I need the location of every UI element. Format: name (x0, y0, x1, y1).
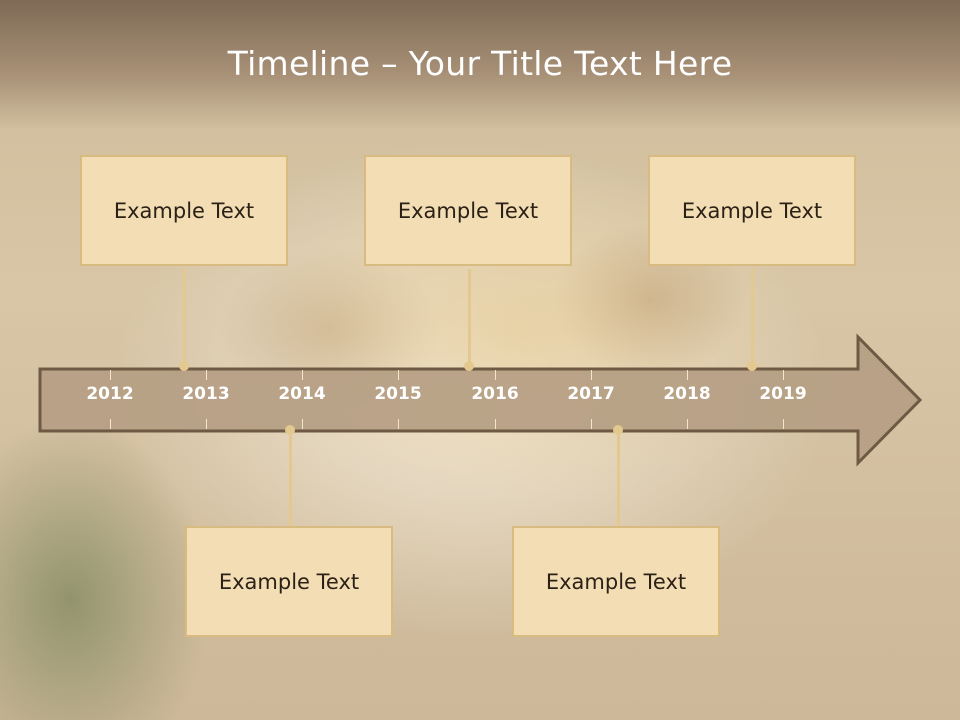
tick-2012-top (110, 370, 111, 380)
tick-2017-top (591, 370, 592, 380)
tick-2016-top (495, 370, 496, 380)
event-box-4: Example Text (185, 526, 393, 637)
tick-2016-bottom (495, 419, 496, 429)
tick-2018-bottom (687, 419, 688, 429)
connector-dot-5 (613, 425, 623, 435)
year-label-2016: 2016 (471, 384, 519, 404)
tick-2012-bottom (110, 419, 111, 429)
year-label-2013: 2013 (182, 384, 230, 404)
connector-line-4 (289, 430, 292, 527)
tick-2015-top (398, 370, 399, 380)
slide-title: Timeline – Your Title Text Here (227, 44, 733, 83)
connector-dot-3 (747, 361, 757, 371)
tick-2013-top (206, 370, 207, 380)
connector-dot-2 (464, 361, 474, 371)
tick-2019-top (783, 370, 784, 380)
tick-2015-bottom (398, 419, 399, 429)
tick-2014-bottom (302, 419, 303, 429)
connector-line-5 (617, 430, 620, 527)
year-label-2014: 2014 (278, 384, 326, 404)
tick-2014-top (302, 370, 303, 380)
year-label-2012: 2012 (86, 384, 134, 404)
year-label-2017: 2017 (567, 384, 615, 404)
tick-2018-top (687, 370, 688, 380)
connector-line-1 (183, 269, 186, 366)
year-label-2015: 2015 (374, 384, 422, 404)
event-box-5: Example Text (512, 526, 720, 637)
connector-line-3 (751, 269, 754, 366)
event-box-2: Example Text (364, 155, 572, 266)
year-label-2018: 2018 (663, 384, 711, 404)
tick-2017-bottom (591, 419, 592, 429)
year-label-2019: 2019 (759, 384, 807, 404)
connector-dot-1 (179, 361, 189, 371)
title-banner (0, 0, 960, 130)
connector-line-2 (468, 269, 471, 366)
event-box-3: Example Text (648, 155, 856, 266)
tick-2013-bottom (206, 419, 207, 429)
connector-dot-4 (285, 425, 295, 435)
event-box-1: Example Text (80, 155, 288, 266)
tick-2019-bottom (783, 419, 784, 429)
